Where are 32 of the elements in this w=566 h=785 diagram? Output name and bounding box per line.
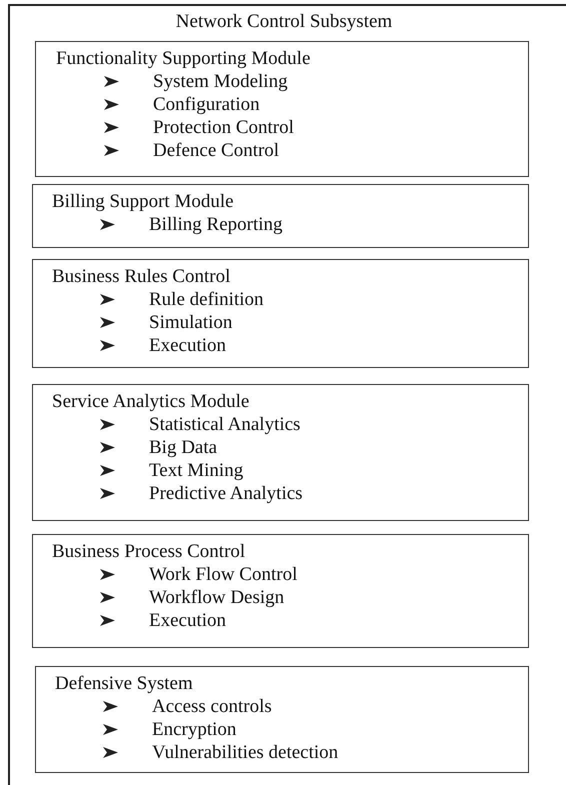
list-item: Billing Reporting — [149, 213, 283, 236]
module-box — [32, 184, 529, 248]
list-item: Access controls — [152, 695, 272, 718]
list-item: Protection Control — [153, 116, 294, 139]
list-item: Statistical Analytics — [149, 413, 300, 436]
list-item: Text Mining — [149, 459, 244, 482]
list-item: Big Data — [149, 436, 218, 459]
module-box — [32, 259, 529, 368]
list-item: Encryption — [152, 718, 236, 741]
module-box — [32, 534, 529, 648]
list-item: Work Flow Control — [149, 563, 298, 586]
module-heading: Business Rules Control — [52, 265, 232, 288]
module-heading: Billing Support Module — [52, 190, 235, 213]
list-item: Execution — [149, 334, 226, 357]
module-heading: Business Process Control — [52, 540, 246, 563]
list-item: Simulation — [149, 311, 232, 334]
list-item: Rule definition — [149, 288, 264, 311]
module-box — [32, 384, 529, 521]
list-item: Workflow Design — [149, 586, 284, 609]
list-item: Configuration — [153, 93, 260, 116]
list-item: Predictive Analytics — [149, 482, 303, 505]
module-box — [35, 41, 529, 177]
subsystem-title: Network Control Subsystem — [174, 10, 394, 34]
module-heading: Functionality Supporting Module — [56, 47, 312, 70]
module-box — [35, 666, 529, 773]
list-item: System Modeling — [153, 70, 288, 93]
list-item: Vulnerabilities detection — [152, 741, 338, 764]
subsystem-frame — [8, 4, 566, 785]
list-item: Execution — [149, 609, 226, 632]
module-heading: Defensive System — [55, 672, 194, 695]
module-heading: Service Analytics Module — [52, 390, 250, 413]
list-item: Defence Control — [153, 139, 280, 162]
